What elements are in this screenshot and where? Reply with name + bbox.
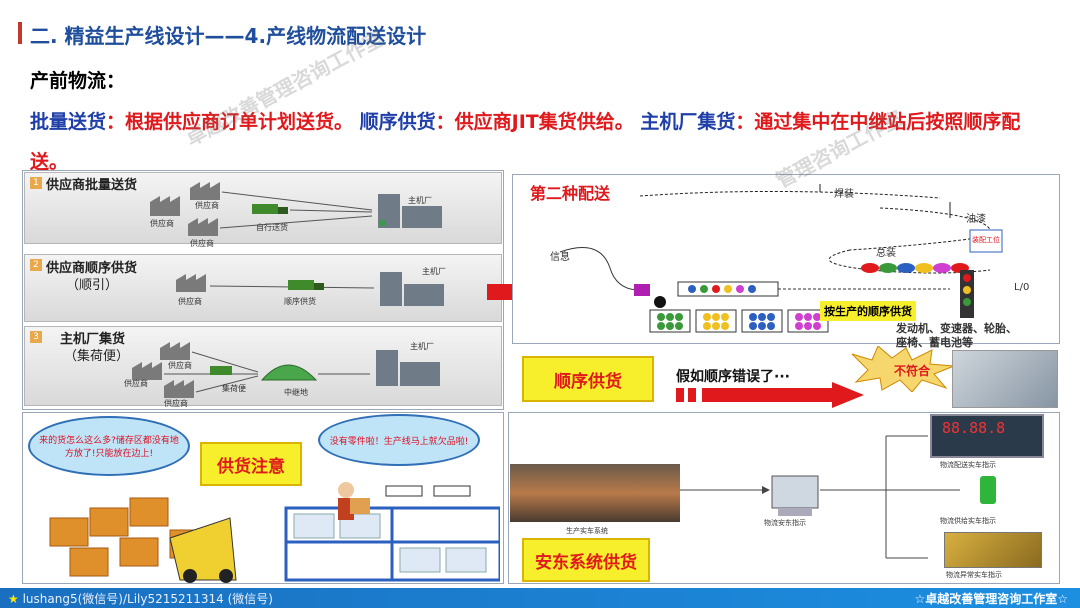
monitor-caption: 物流安东指示 [764,518,806,528]
term-consolidation: 主机厂集货 [640,111,735,133]
factory-photo [510,464,680,522]
term-sequence: 顺序供货 [360,111,436,133]
step-2-number: 2 [30,259,42,271]
step-1-title: 供应商批量送货 [46,174,137,193]
cloud-shortage: 没有零件啦！生产线马上就欠品啦! [318,414,480,466]
cloud-overflow: 来的货怎么这么多?储存区都没有地方放了!只能放在边上! [28,416,190,476]
andon-display-1: 88.88.8 [930,414,1044,458]
step-2-subtitle: （顺引） [66,274,118,293]
term-batch: 批量送货 [30,111,106,133]
andon-display-1-caption: 物流配送实车指示 [940,460,996,470]
title-accent-bar [18,22,22,44]
factory-photo-caption: 生产实车系统 [566,526,608,536]
step-3-label-supplier-a: 供应商 [168,360,192,371]
star-icon: ★ [8,592,19,606]
footer-contact-text: lushang5(微信号)/Lily5215211314 (微信号) [23,592,273,606]
step-3-label-consolidation: 集荷便 [222,383,246,394]
andon-light-tower [980,476,996,504]
error-photo [952,350,1058,408]
step-1-label-supplier-b: 供应商 [150,218,174,229]
paint-label: 油漆 [966,210,986,225]
step-1-label-self-delivery: 自行送货 [256,222,288,233]
andon-display-2-caption: 物流供给实车指示 [940,516,996,526]
error-arrow-icon [676,382,866,408]
footer-contact: ★ lushang5(微信号)/Lily5215211314 (微信号) [8,590,273,607]
assembly-station-label: 装配工位 [972,235,1002,245]
final-assembly-label: 总装 [876,244,896,259]
step-1-diagram [140,180,460,242]
warehouse-illustration [30,468,500,584]
step-1-number: 1 [30,177,42,189]
andon-flow-diagram [680,418,960,578]
info-label: 信息 [550,248,570,263]
step-3-label-relay: 中继地 [284,387,308,398]
step-3-label-supplier-b: 供应商 [124,378,148,389]
lo-label: L/0 [1014,282,1029,293]
burst-text: 不符合 [894,362,930,379]
andon-display-3 [944,532,1042,568]
step-1-label-supplier-c: 供应商 [190,238,214,249]
weld-label: 焊装 [834,185,854,200]
step-3-subtitle: （集荷便） [64,345,129,364]
step-3-label-oem: 主机厂 [410,341,434,352]
step-2-label-oem: 主机厂 [422,266,446,277]
andon-display-3-caption: 物流异常实车指示 [946,570,1002,580]
section-subtitle: 产前物流： [30,66,125,93]
step-2-label-supplier: 供应商 [178,296,202,307]
step-2-label-sequence: 顺序供货 [284,296,316,307]
step-1-label-supplier-a: 供应商 [195,200,219,211]
step-1-label-oem: 主机厂 [408,195,432,206]
sequence-supply-tag: 按生产的顺序供货 [820,301,916,321]
andon-supply-box: 安东系统供货 [522,538,650,582]
footer-studio: ☆卓越改善管理咨询工作室☆ [914,590,1068,607]
production-line-diagram [520,178,1056,342]
step-3-number: 3 [30,331,42,343]
def-sequence: ：供应商JIT集货供给。 [436,111,634,133]
step-3-label-supplier-c: 供应商 [164,398,188,409]
sequence-supply-box: 顺序供货 [522,356,654,402]
